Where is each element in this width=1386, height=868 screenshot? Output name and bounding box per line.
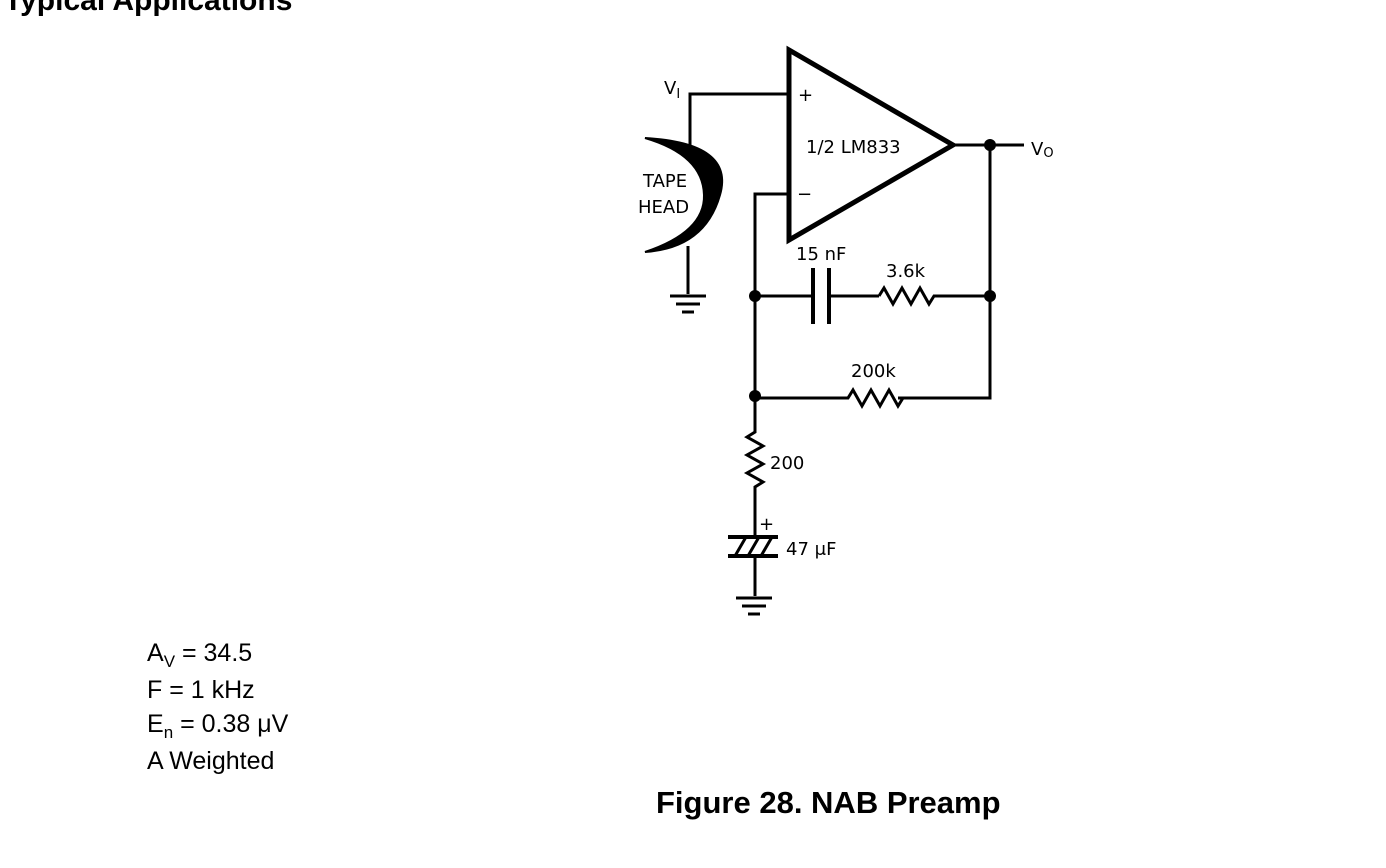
spec-gain-subscript: V <box>163 652 176 671</box>
res-3k6-label: 3.6k <box>886 261 926 282</box>
spec-noise-symbol: E <box>147 710 164 738</box>
spec-weighting: A Weighted <box>147 747 275 775</box>
cap-47u-plus-label: + <box>759 514 774 535</box>
cap-47u-label: 47 μF <box>786 539 836 560</box>
ground-icon <box>736 596 772 616</box>
output-label: VO <box>1031 139 1054 161</box>
tape-head-label-line2: HEAD <box>638 197 689 218</box>
spec-gain: AV = 34.5 <box>147 636 288 673</box>
junction-dot-cap-left <box>749 290 761 302</box>
junction-dot-output <box>984 139 996 151</box>
res-200-label: 200 <box>770 453 804 474</box>
cap-47u-symbol <box>728 535 778 558</box>
junction-dots <box>749 139 996 402</box>
res-200-symbol <box>743 398 767 535</box>
section-title: Typical Applications <box>4 0 293 17</box>
opamp-minus-label: − <box>797 184 812 205</box>
input-wire <box>688 92 789 148</box>
tape-head-symbol <box>644 137 724 253</box>
spec-noise: En = 0.38 μV <box>147 707 288 744</box>
opamp-symbol <box>786 45 958 245</box>
spec-gain-symbol: A <box>147 639 164 667</box>
tape-head-label-line1: TAPE <box>642 171 687 192</box>
spec-block: AV = 34.5 F = 1 kHz En = 0.38 μV A Weigh… <box>147 636 288 778</box>
input-label: VI <box>664 78 680 102</box>
junction-dot-res-right <box>984 290 996 302</box>
figure-caption: Figure 28. NAB Preamp <box>656 785 1001 820</box>
res-3k6-symbol <box>877 284 990 308</box>
opamp-plus-label: + <box>798 85 813 106</box>
inverting-input-wire <box>753 192 789 398</box>
res-200k-symbol <box>755 386 905 410</box>
cap-15n-label: 15 nF <box>796 244 846 265</box>
junction-dot-200k-left <box>749 390 761 402</box>
opamp-label: 1/2 LM833 <box>806 137 901 158</box>
spec-gain-value: = 34.5 <box>175 639 253 667</box>
res-200k-label: 200k <box>851 361 896 382</box>
spec-noise-value: = 0.38 μV <box>173 710 289 738</box>
spec-frequency: F = 1 kHz <box>147 676 255 704</box>
output-feedback-wire <box>898 145 992 400</box>
tape-head-ground-icon <box>670 294 706 314</box>
spec-noise-subscript: n <box>163 723 174 742</box>
